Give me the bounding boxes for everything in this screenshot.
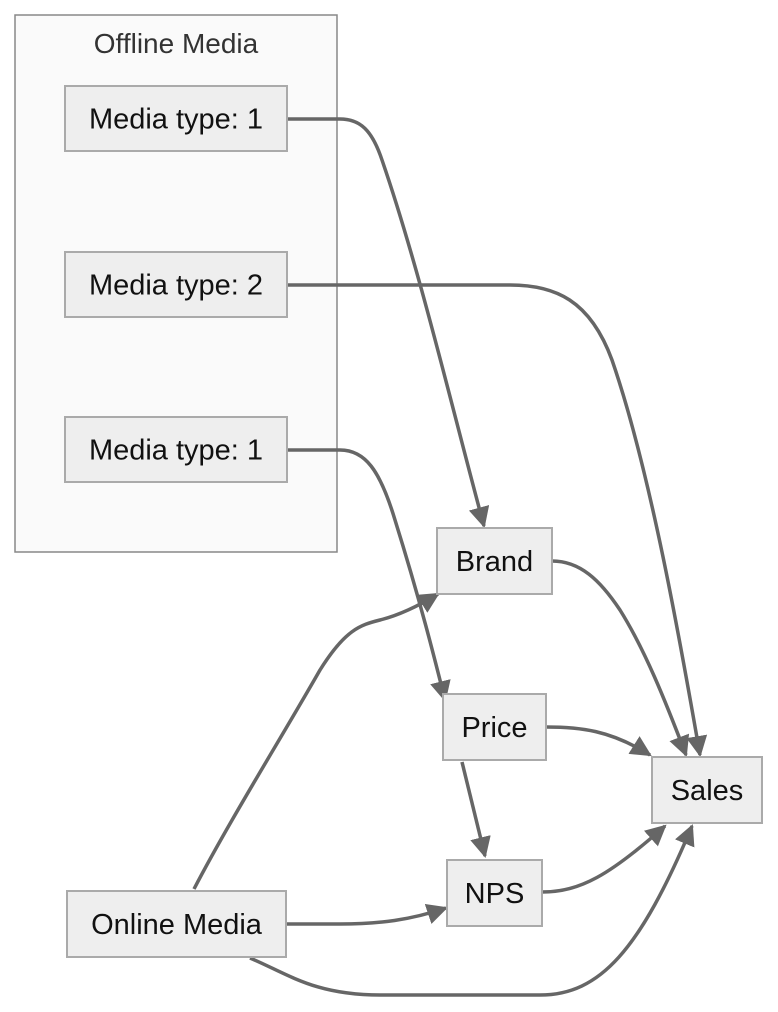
edge-price-to-nps bbox=[460, 761, 491, 859]
node-box bbox=[64, 85, 288, 152]
node-label: Price bbox=[461, 712, 527, 744]
node-label: Sales bbox=[671, 775, 744, 807]
node-label: Brand bbox=[456, 546, 533, 578]
edge-m2-to-sales bbox=[287, 283, 708, 758]
edge-m1b-to-nps bbox=[287, 448, 451, 703]
node-m2[interactable]: Media type: 2 bbox=[64, 251, 288, 318]
edge-price-to-sales bbox=[545, 725, 652, 757]
edge-brand-to-sales bbox=[551, 559, 690, 757]
node-box bbox=[64, 416, 288, 483]
cluster-label: Offline Media bbox=[94, 28, 259, 59]
node-price[interactable]: Price bbox=[442, 693, 547, 761]
node-m1b[interactable]: Media type: 1 bbox=[64, 416, 288, 483]
node-box bbox=[66, 890, 287, 958]
node-box bbox=[442, 693, 547, 761]
node-sales[interactable]: Sales bbox=[651, 756, 763, 824]
node-box bbox=[436, 527, 553, 595]
node-box bbox=[446, 859, 543, 927]
node-label: Media type: 1 bbox=[89, 104, 263, 136]
node-label: Media type: 1 bbox=[89, 435, 263, 467]
edge-online-to-brand bbox=[192, 592, 440, 890]
node-nps[interactable]: NPS bbox=[446, 859, 543, 927]
node-label: NPS bbox=[465, 878, 525, 910]
edge-online-to-nps bbox=[286, 904, 448, 926]
edge-online-to-sales bbox=[249, 824, 695, 997]
node-brand[interactable]: Brand bbox=[436, 527, 553, 595]
node-box bbox=[64, 251, 288, 318]
node-box bbox=[651, 756, 763, 824]
node-label: Online Media bbox=[91, 909, 263, 941]
edge-nps-to-sales bbox=[541, 824, 667, 894]
node-m1a[interactable]: Media type: 1 bbox=[64, 85, 288, 152]
node-label: Media type: 2 bbox=[89, 270, 263, 302]
edge-m1a-to-brand bbox=[287, 117, 490, 529]
node-online[interactable]: Online Media bbox=[66, 890, 287, 958]
